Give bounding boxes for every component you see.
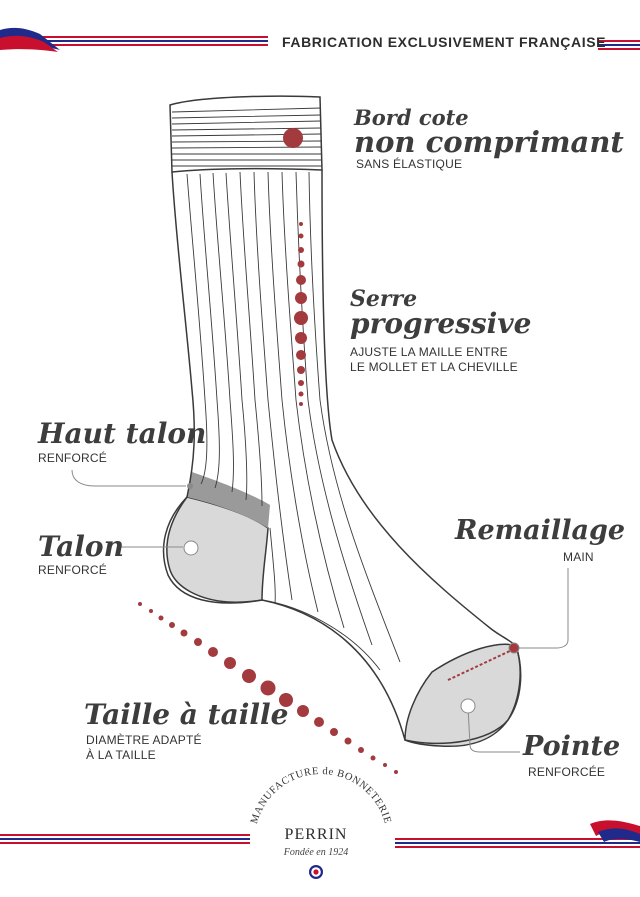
bord-cote-subtitle: SANS ÉLASTIQUE [356,157,463,171]
pointe-subtitle: RENFORCÉE [528,765,606,779]
taille-title: Taille à taille [84,698,289,731]
taille-subtitle-line1: DIAMÈTRE ADAPTÉ [86,733,202,747]
bord-cote-marker [283,128,303,148]
serre-subtitle-line2: LE MOLLET ET LA CHEVILLE [350,360,518,374]
bord-cote-title: Bord cote [354,105,469,130]
header-ribbon-right [598,40,640,50]
talon-title: Talon [38,530,124,563]
serre-title-line2: progressive [350,307,532,340]
pointe-marker [460,698,476,714]
pointe-title: Pointe [523,731,621,762]
haut-talon-leader [71,469,186,487]
page-title: FABRICATION EXCLUSIVEMENT FRANÇAISE [282,34,607,50]
high-heel-band [187,472,270,528]
footer-ribbon-right [395,820,640,848]
header-ribbon-left [0,27,268,52]
taille-dots [138,602,398,774]
remaillage-subtitle: MAIN [563,550,594,564]
brand-arc-text: MANUFACTURE de BONNETERIE [249,766,393,825]
serre-dots [294,222,308,406]
bord-cote-title-line2: non comprimant [354,125,624,159]
talon-marker [183,540,199,556]
serre-title: Serre [350,286,418,312]
footer-ribbon-left [0,834,250,844]
serre-subtitle-line1: AJUSTE LA MAILLE ENTRE [350,345,508,359]
remaillage-title: Remaillage [455,515,626,546]
sock-drawing [162,95,522,748]
taille-subtitle-line2: À LA TAILLE [86,748,156,762]
haut-talon-marker [187,483,193,489]
remaillage-marker [508,642,520,654]
haut-talon-subtitle: RENFORCÉ [38,451,107,465]
brand-founded: Fondée en 1924 [283,847,349,858]
talon-subtitle: RENFORCÉ [38,563,107,577]
brand-name: PERRIN [284,826,348,843]
haut-talon-title: Haut talon [38,417,207,450]
cockade-icon [309,865,323,879]
pointe-leader [467,706,520,753]
remaillage-leader [518,568,569,649]
toe-reinforced-area [404,643,521,748]
